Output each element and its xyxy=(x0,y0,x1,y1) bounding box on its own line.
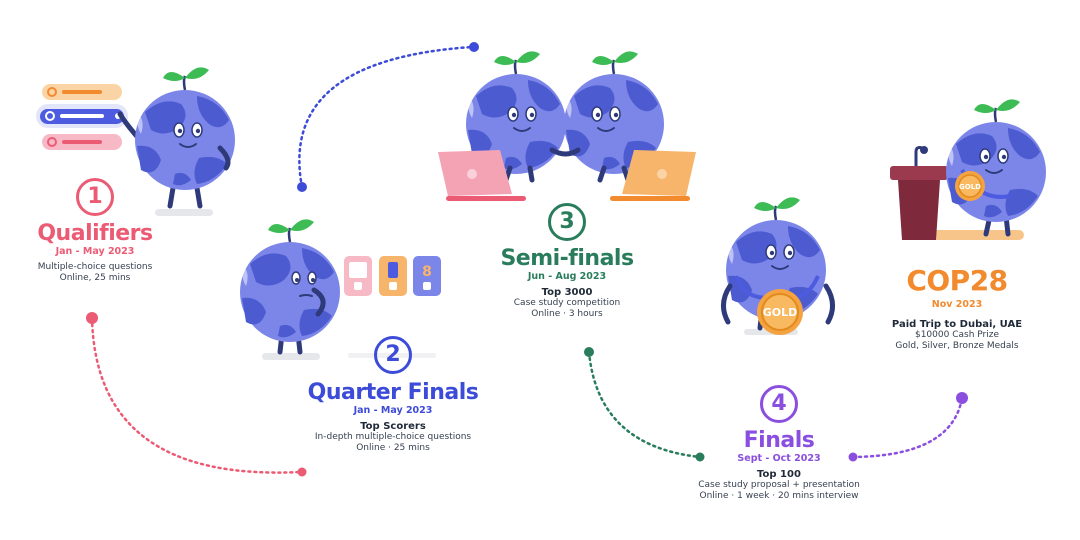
question-card-icon: 8 xyxy=(344,256,441,296)
stage-number-badge: 4 xyxy=(760,385,798,423)
connector-dots xyxy=(86,42,968,477)
finals-illustration: GOLD xyxy=(721,196,835,336)
laptop-icon xyxy=(438,150,696,196)
stage-headline: Top 3000 xyxy=(541,287,593,299)
stage-date: Jun - Aug 2023 xyxy=(527,271,607,283)
stage-headline: Top Scorers xyxy=(360,421,426,433)
stage-number-badge: 2 xyxy=(374,336,412,374)
cop28-medal-text: GOLD xyxy=(959,183,981,191)
stage-detail: Online · 3 hours xyxy=(531,309,603,320)
podium-icon xyxy=(890,166,948,240)
stage-finals: 4 Finals Sept - Oct 2023 Top 100 Case st… xyxy=(688,385,870,502)
globe-mascot xyxy=(133,66,237,192)
globe-mascot xyxy=(944,98,1048,224)
stage-title: COP28 xyxy=(906,264,1008,297)
stage-date: Jan - May 2023 xyxy=(353,405,433,417)
stage-date: Sept - Oct 2023 xyxy=(737,453,821,465)
dotted-connectors xyxy=(90,45,964,474)
qualifiers-illustration xyxy=(36,66,237,216)
stage-title: Quarter Finals xyxy=(307,380,479,405)
svg-text:8: 8 xyxy=(422,264,432,280)
finals-medal-text: GOLD xyxy=(763,306,798,319)
stage-title: Semi-finals xyxy=(500,246,634,271)
stage-date: Jan - May 2023 xyxy=(55,246,135,258)
stage-headline: Paid Trip to Dubai, UAE xyxy=(891,319,1023,331)
stage-detail: $10000 Cash Prize xyxy=(914,330,999,341)
stage-detail: Gold, Silver, Bronze Medals xyxy=(895,341,1019,352)
microphone-icon xyxy=(914,146,928,166)
stage-semi-finals: 3 Semi-finals Jun - Aug 2023 Top 3000 Ca… xyxy=(494,203,640,320)
stage-detail: Online, 25 mins xyxy=(59,273,131,284)
stage-detail: Multiple-choice questions xyxy=(37,262,153,273)
stage-headline: Top 100 xyxy=(757,469,801,481)
stage-date: Nov 2023 xyxy=(931,299,983,311)
stage-qualifiers: 1 Qualifiers Jan - May 2023 Multiple-cho… xyxy=(20,178,170,284)
stage-cop28: COP28 Nov 2023 Paid Trip to Dubai, UAE $… xyxy=(882,266,1032,352)
stage-title: Finals xyxy=(743,428,815,453)
stage-detail: Case study competition xyxy=(513,298,621,309)
checklist-option-icon xyxy=(36,84,128,150)
stage-detail: Case study proposal + presentation xyxy=(698,480,860,491)
semi-finals-illustration xyxy=(438,50,696,201)
cop28-illustration: GOLD xyxy=(890,98,1048,240)
stage-detail: Online · 1 week · 20 mins interview xyxy=(699,491,859,502)
stage-number-badge: 3 xyxy=(548,203,586,241)
stage-quarter-finals: 2 Quarter Finals Jan - May 2023 Top Scor… xyxy=(298,336,488,454)
gold-medal-icon: GOLD xyxy=(756,288,804,336)
stage-title: Qualifiers xyxy=(37,221,153,246)
stage-detail: In-depth multiple-choice questions xyxy=(314,432,472,443)
stage-number-badge: 1 xyxy=(76,178,114,216)
gold-medal-icon: GOLD xyxy=(955,171,985,201)
stage-detail: Online · 25 mins xyxy=(356,443,430,454)
globe-mascot xyxy=(238,218,342,344)
